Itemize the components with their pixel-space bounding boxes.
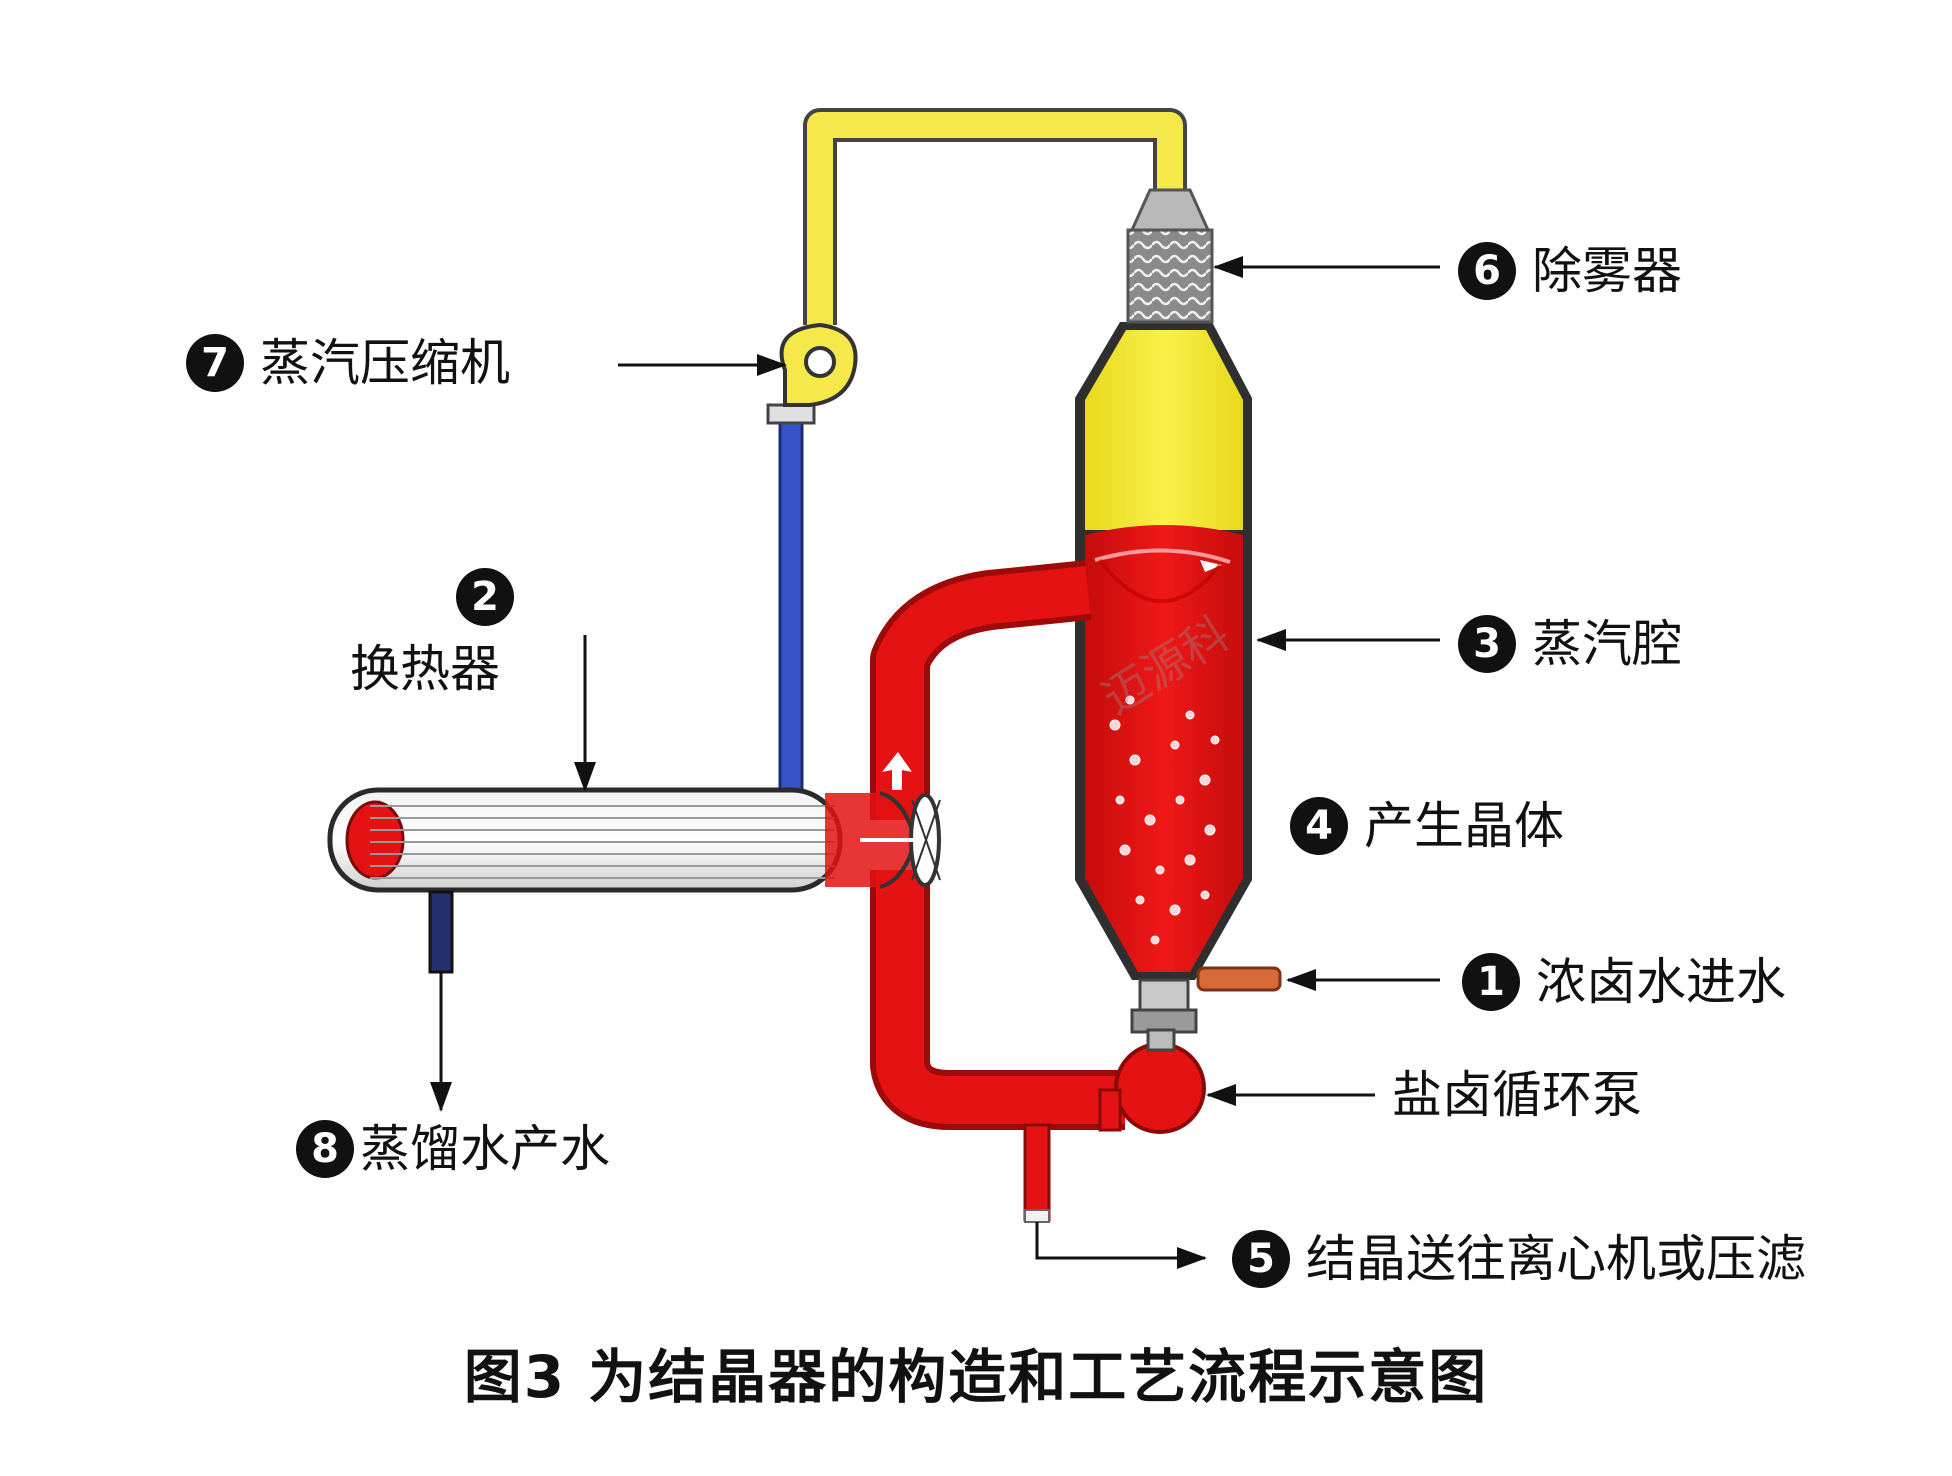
label-compressor-text: 蒸汽压缩机 (260, 334, 510, 392)
badge-4: 4 (1290, 797, 1348, 855)
vessel-bottom-neck (1138, 978, 1190, 1012)
brine-liquid (1085, 525, 1243, 972)
label-heat-exchanger: 2 换热器 (336, 568, 514, 694)
distillate-pipe (428, 890, 454, 974)
steam-pipe (803, 108, 1187, 325)
demister (1126, 188, 1214, 324)
label-distillate: 8 蒸馏水产水 (296, 1120, 610, 1178)
badge-8: 8 (296, 1120, 354, 1178)
label-heat-exchanger-text: 换热器 (350, 640, 500, 698)
brine-inlet-pipe (1196, 966, 1282, 992)
label-demister-text: 除雾器 (1532, 242, 1682, 300)
badge-1: 1 (1462, 953, 1520, 1011)
arrow-crystal-output (1035, 1222, 1207, 1269)
crystal-output-pipe (1023, 1123, 1051, 1222)
label-crystals-text: 产生晶体 (1364, 797, 1564, 855)
badge-2: 2 (456, 568, 514, 626)
compressed-vapor-pipe (778, 418, 804, 802)
crystallizer-vessel (1075, 322, 1252, 980)
label-brine-inlet: 1 浓卤水进水 (1462, 953, 1786, 1011)
brine-circulation-pump (1098, 1028, 1206, 1134)
figure-caption: 图3 为结晶器的构造和工艺流程示意图 (463, 1343, 1489, 1411)
badge-7: 7 (186, 334, 244, 392)
label-pump: 盐卤循环泵 (1392, 1070, 1642, 1120)
label-vapor-chamber-text: 蒸汽腔 (1532, 615, 1682, 673)
label-pump-text: 盐卤循环泵 (1392, 1066, 1642, 1124)
label-crystal-output-text: 结晶送往离心机或压滤 (1306, 1230, 1806, 1288)
label-distillate-text: 蒸馏水产水 (360, 1120, 610, 1178)
label-compressor: 7 蒸汽压缩机 (186, 334, 510, 392)
label-crystals: 4 产生晶体 (1290, 797, 1564, 855)
label-demister: 6 除雾器 (1458, 242, 1682, 300)
badge-5: 5 (1232, 1230, 1290, 1288)
heat-exchanger (327, 787, 941, 893)
steam-compressor (766, 322, 858, 425)
label-vapor-chamber: 3 蒸汽腔 (1458, 615, 1682, 673)
crystal-particles (1109, 695, 1220, 945)
badge-6: 6 (1458, 242, 1516, 300)
label-brine-inlet-text: 浓卤水进水 (1536, 953, 1786, 1011)
badge-3: 3 (1458, 615, 1516, 673)
label-crystal-output: 5 结晶送往离心机或压滤 (1232, 1230, 1806, 1288)
